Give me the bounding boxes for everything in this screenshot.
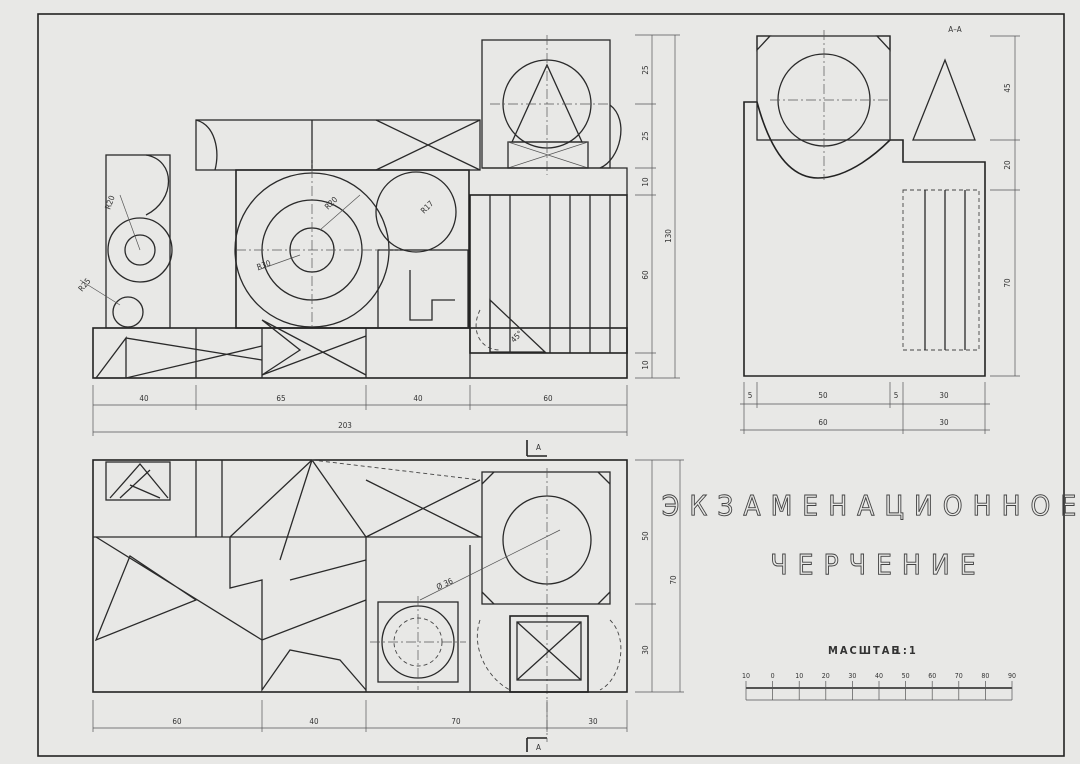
top-view: 60 40 70 30 50 70 30 Ø 36 [92,459,684,742]
section-top-square [756,35,891,141]
front-dim-right-5: 60 [641,270,650,280]
top-dim-bottom-2: 40 [309,717,319,726]
scale-ticks: 10 0 10 20 30 40 50 60 70 80 90 [742,672,1016,700]
top-dim-right-3: 30 [641,645,650,655]
front-dim-right-6: 10 [641,360,650,370]
scale-tick-label: 10 [795,672,803,680]
cut-mark-top-label: А [536,443,541,452]
scale-tick-label: 40 [875,672,883,680]
scale-tick-label: 20 [822,672,830,680]
scale-tick-label: 10 [742,672,750,680]
scale-tick-label: 60 [928,672,936,680]
scale-tick-label: 50 [902,672,910,680]
section-dim-total-2: 30 [939,418,949,427]
front-dim-right-1: 25 [641,65,650,74]
section-dim-bottom-4: 30 [939,391,949,400]
front-scroll-block [105,154,171,329]
scale-tick-label: 30 [848,672,856,680]
scale-tick-label: 80 [981,672,989,680]
front-dim-right-3: 10 [641,177,650,187]
drawing-frame [37,13,1065,757]
top-dim-bottom-4: 30 [588,717,598,726]
section-dim-right-2: 20 [1003,160,1012,170]
cut-mark-bottom-label: А [536,743,541,752]
section-label: А–А [948,25,962,34]
front-dim-bottom-4: 60 [543,394,553,403]
cut-mark-bottom: А [526,737,547,752]
top-dim-right-1: 50 [641,531,650,541]
front-dim-bottom-3: 40 [413,394,423,403]
scale-value: 1:1 [894,644,918,657]
title-line-1: ЭКЗАМЕНАЦИОННОЕ [662,489,1080,522]
section-view: А–А 45 20 70 5 50 5 30 60 30 [740,25,1020,434]
front-dim-total: 203 [338,421,352,430]
front-slotted-block [469,194,628,354]
top-square-circle [481,471,611,605]
title-line-2: ЧЕРЧЕНИЕ [770,548,985,581]
scale-tick-label: 90 [1008,672,1016,680]
scale-block: МАСШТАБ 1:1 10 0 10 20 30 40 50 60 70 80 90 [742,644,1016,701]
front-dim-right-2: 25 [641,131,650,140]
top-dim-bottom-1: 60 [172,717,182,726]
top-outline [92,459,628,693]
section-dim-total-1: 60 [818,418,828,427]
scale-tick-label: 0 [771,672,775,680]
section-dim-bottom-1: 5 [748,391,753,400]
cut-mark-top: А [526,440,547,457]
front-dim-bottom-1: 40 [139,394,149,403]
section-dim-right-1: 45 [1003,83,1012,92]
section-dim-bottom-3: 5 [894,391,899,400]
scale-label: МАСШТАБ [828,644,901,657]
top-dim-right-2: 70 [669,575,678,585]
scale-tick-label: 70 [955,672,963,680]
section-dim-bottom-2: 50 [818,391,828,400]
front-dim-right-4: 130 [664,229,673,243]
top-dim-bottom-3: 70 [451,717,461,726]
front-dim-bottom-2: 65 [276,394,285,403]
section-dim-right-3: 70 [1003,278,1012,288]
